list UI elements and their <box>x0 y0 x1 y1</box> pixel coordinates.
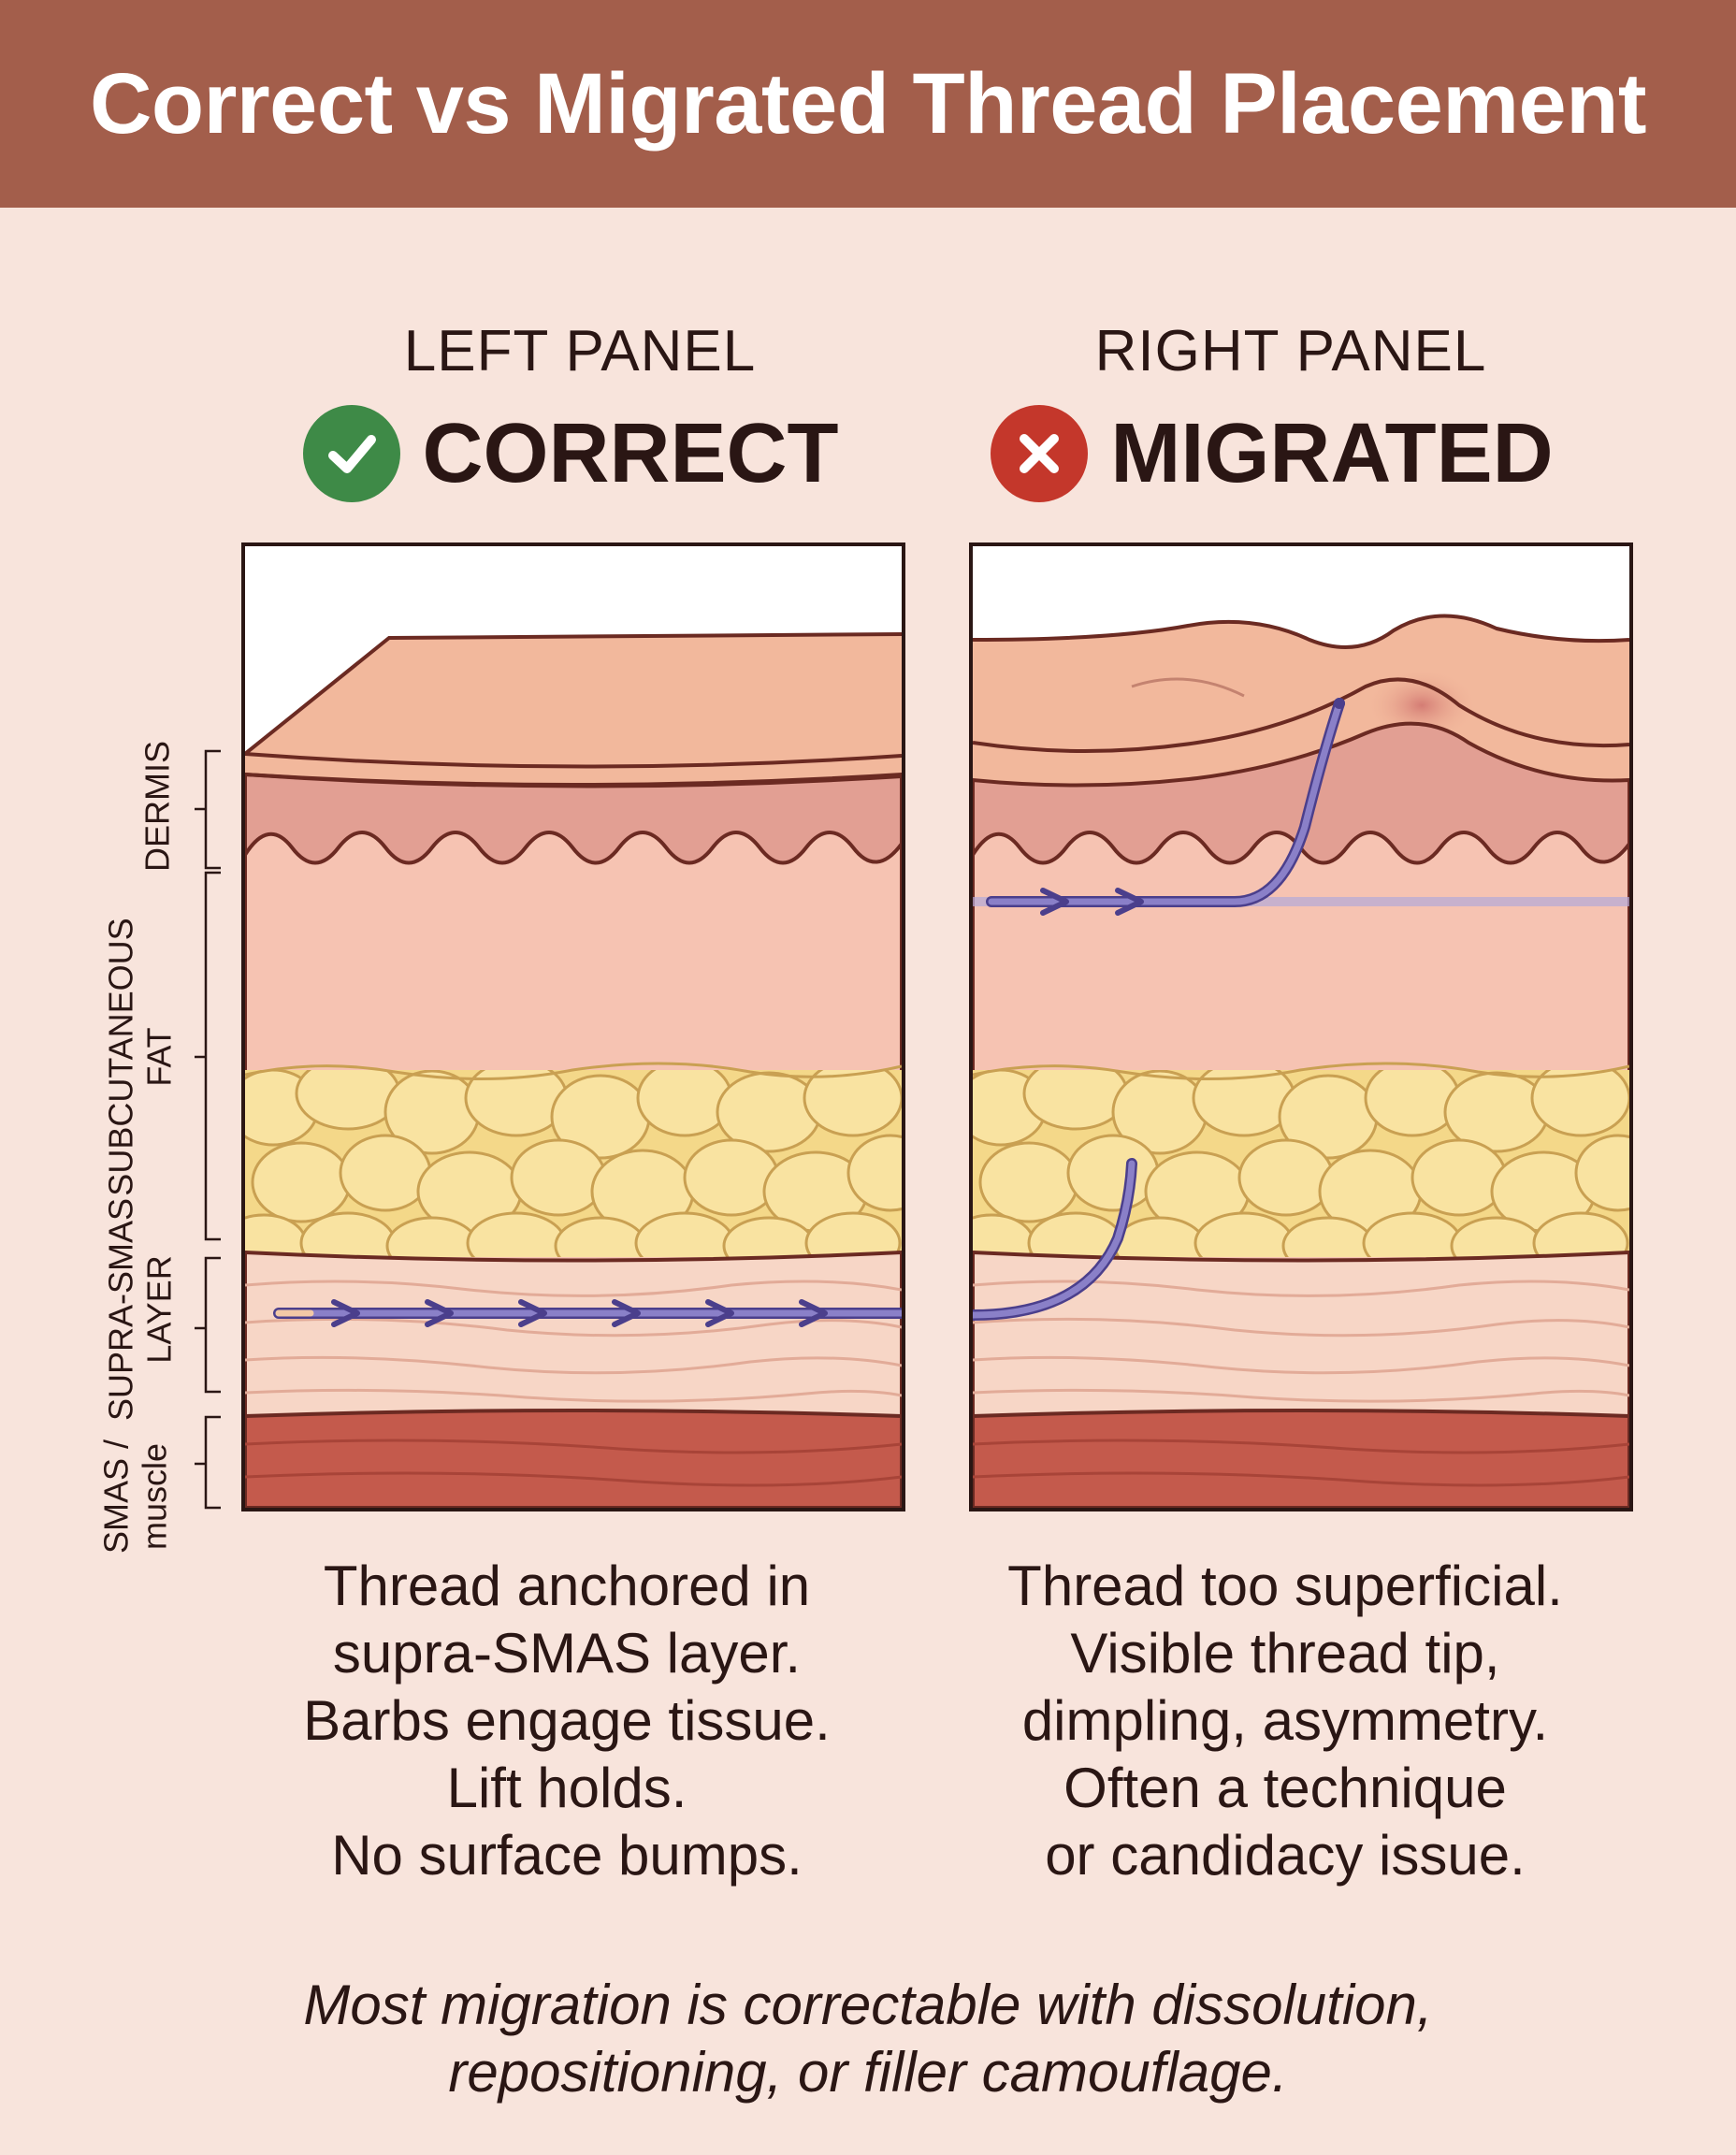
page-title: Correct vs Migrated Thread Placement <box>89 55 1647 152</box>
layer-label-smas-muscle: SMAS /muscle <box>96 1439 174 1555</box>
left-panel-label: LEFT PANEL <box>403 319 757 383</box>
check-circle-icon <box>302 405 400 502</box>
header-bar: Correct vs Migrated Thread Placement <box>0 0 1736 208</box>
smas-muscle-layer <box>973 1409 1629 1508</box>
migrated-caption: Thread too superficial. Visible thread t… <box>1007 1555 1563 1887</box>
migrated-verdict-text: MIGRATED <box>1110 406 1554 500</box>
right-panel-label: RIGHT PANEL <box>1094 319 1487 383</box>
correct-caption: Thread anchored in supra-SMAS layer. Bar… <box>303 1555 831 1887</box>
x-circle-icon <box>991 405 1089 502</box>
smas-muscle-layer <box>245 1409 902 1508</box>
fat-lobules <box>973 1070 1629 1257</box>
layer-brackets <box>195 749 221 1510</box>
correct-diagram-panel <box>241 542 905 1511</box>
right-verdict: MIGRATED <box>898 402 1646 505</box>
correct-verdict-text: CORRECT <box>422 406 839 500</box>
left-verdict: CORRECT <box>196 402 945 505</box>
thread-migrated <box>973 698 1629 1321</box>
layer-label-dermis: DERMIS <box>137 740 177 873</box>
footer-note: Most migration is correctable with disso… <box>303 1974 1433 2104</box>
thread-anchored <box>273 1299 902 1327</box>
visible-thread-tip <box>1334 698 1345 709</box>
migrated-diagram-panel <box>969 542 1633 1511</box>
fat-lobules <box>245 1070 902 1257</box>
